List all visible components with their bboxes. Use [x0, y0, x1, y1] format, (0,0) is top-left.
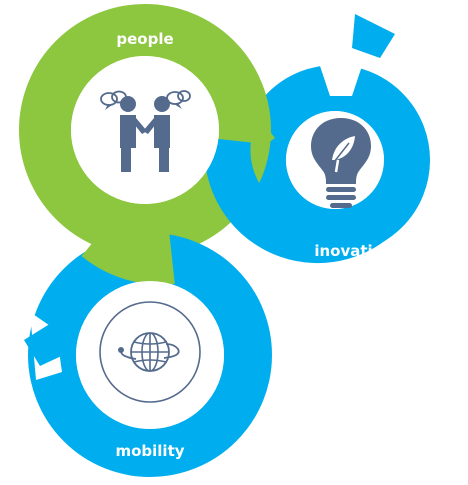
inovation-label: inovation: [314, 242, 393, 260]
people-label: people: [116, 30, 173, 48]
mobility-label: mobility: [115, 442, 184, 460]
handshake-people-icon: [100, 90, 191, 172]
globe-orbit-icon: [99, 301, 201, 403]
lightbulb-leaf-icon: [311, 118, 371, 208]
